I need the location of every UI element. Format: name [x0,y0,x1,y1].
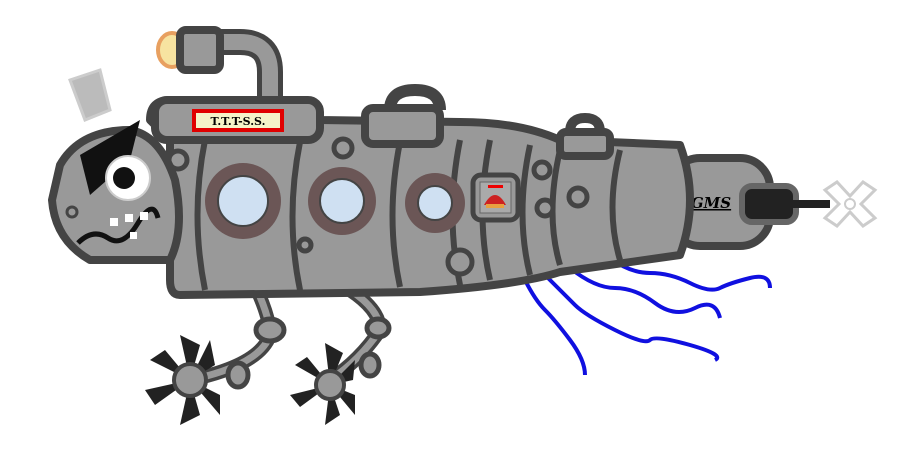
legs [145,271,392,425]
porthole-2 [308,167,376,235]
mouth [76,206,161,245]
handle-top [384,83,446,111]
propeller-x-icon [822,180,878,228]
nameplate-text: T.T.T-S.S. [211,115,266,128]
exhaust-trails [523,256,772,376]
porthole-1 [205,163,281,239]
head [48,120,183,264]
nameplate [192,109,284,132]
lamp-pipe [156,26,283,112]
claw-right [290,343,355,425]
porthole-3 [405,173,465,233]
eyepatch [80,120,140,195]
tail-label: GMS [691,194,731,212]
top-hat [68,68,112,122]
nozzle [739,183,799,225]
claw-left [145,335,220,425]
royal-crest-emblem [470,172,521,223]
